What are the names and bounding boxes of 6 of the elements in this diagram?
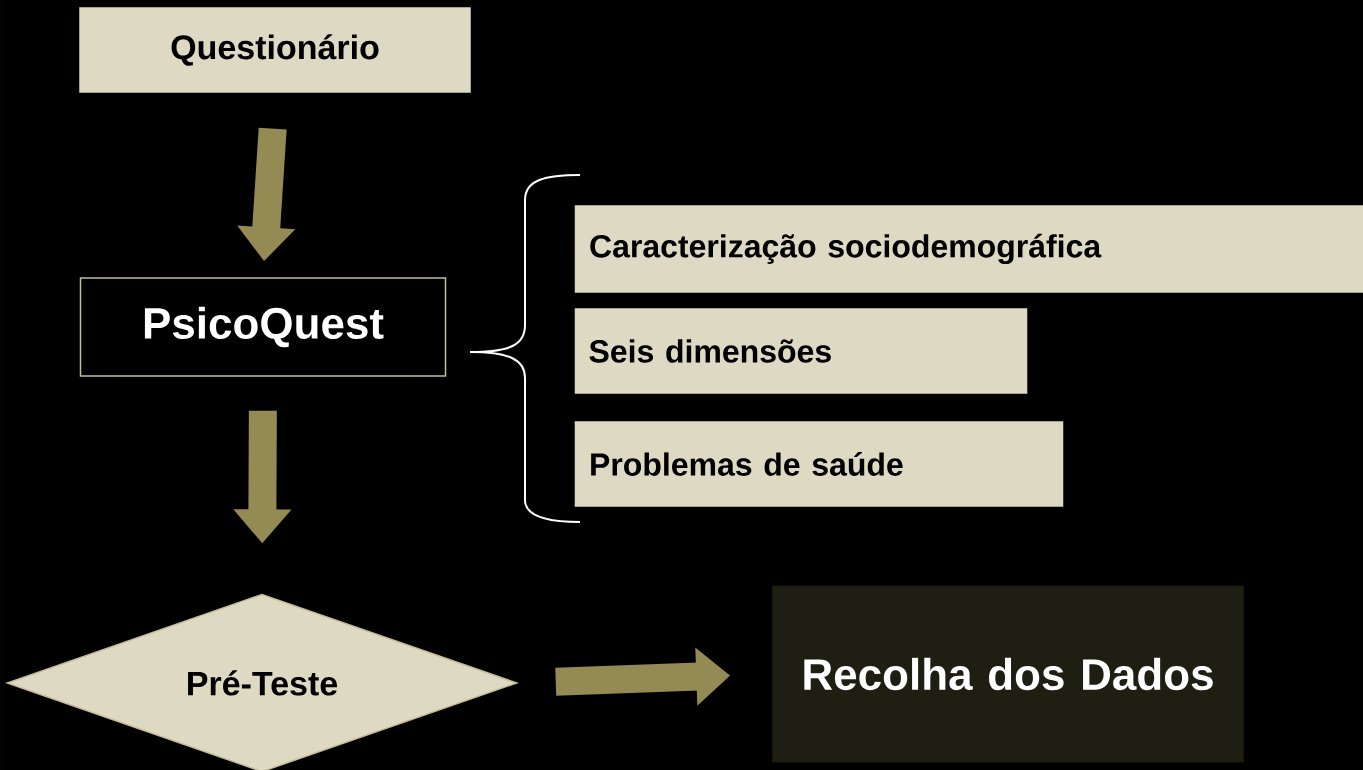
process-box: Questionário xyxy=(79,7,471,93)
process-box: PsicoQuest xyxy=(79,277,447,377)
item-box: Seis dimensões xyxy=(574,308,1028,394)
process-box: Recolha dos Dados xyxy=(772,585,1244,763)
item-box: Caracterização sociodemográfica xyxy=(574,205,1363,293)
item-box: Problemas de saúde xyxy=(574,421,1064,507)
